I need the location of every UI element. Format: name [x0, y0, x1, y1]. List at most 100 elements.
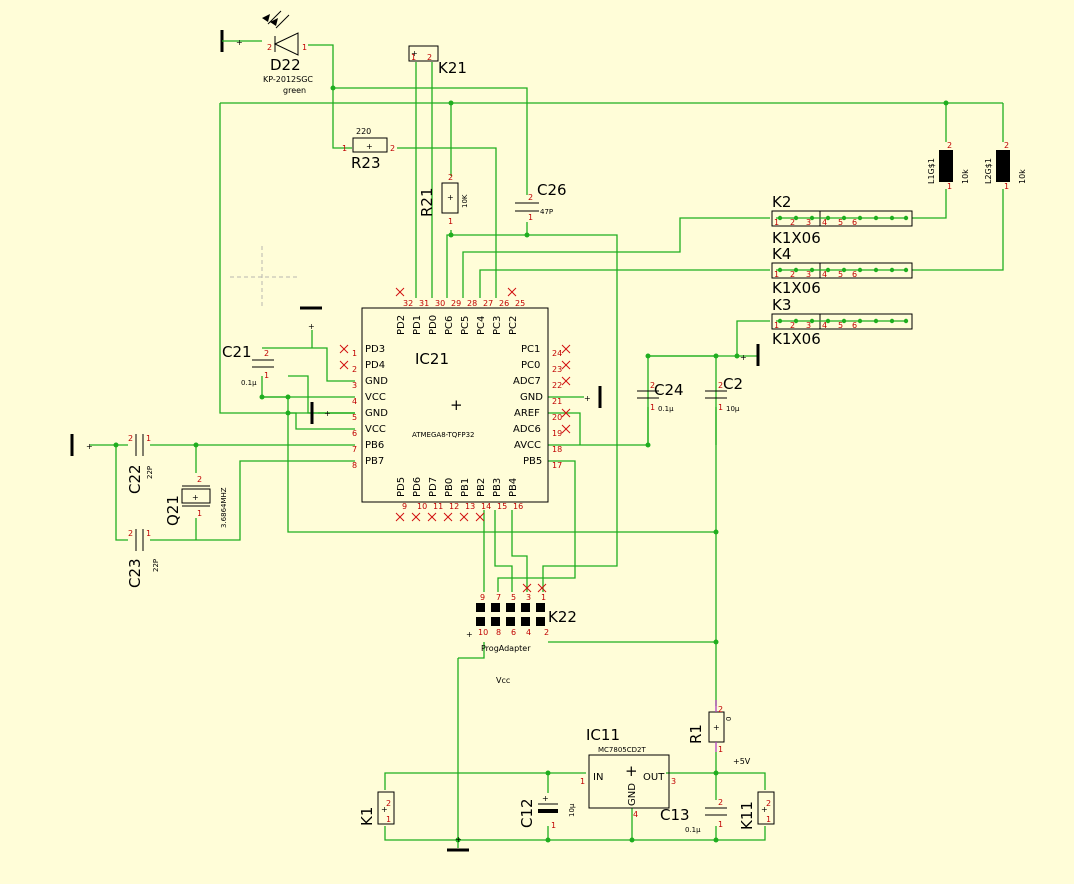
ic21-pin-1-name: PD3 [365, 344, 385, 355]
ic21-bottom-nc [395, 512, 485, 522]
ic21-pin-31-num: 31 [419, 299, 429, 308]
capacitor-c2[interactable]: 2 1 C2 10µ [705, 375, 743, 413]
d22-pin-a: 2 [267, 43, 272, 52]
ic21-pin-4-name: VCC [365, 392, 386, 403]
resistor-r23[interactable]: + 220 1 2 R23 [342, 127, 395, 172]
l2-pin-b: 1 [1004, 182, 1009, 191]
resistor-r1[interactable]: + 2 1 R1 0 +5V [687, 700, 751, 766]
header-k3[interactable]: 1 2 3 4 5 6 K3 K1X06 [771, 296, 913, 348]
l1-value: 10k [961, 169, 970, 184]
ic21-pin-7-name: PB6 [365, 440, 384, 451]
q21-value: 3.6864MHZ [220, 487, 228, 528]
capacitor-c13[interactable]: 2 1 C13 0.1µ [660, 798, 727, 834]
r1-pin-b: 1 [718, 745, 723, 754]
ic21-pin-3-num: 3 [352, 381, 357, 390]
capacitor-c24[interactable]: 2 1 C24 0.1µ [637, 381, 684, 413]
c2-value: 10µ [726, 405, 740, 413]
c12-ref: C12 [518, 798, 536, 828]
k3-pin-4: 4 [822, 321, 827, 330]
ic11-in: IN [593, 772, 603, 783]
jumper-k21[interactable]: + 1 2 K21 [408, 45, 467, 77]
ic21-left-pins: 1 PD3 2 PD4 3 GND 4 VCC 5 GND 6 VCC 7 PB… [352, 344, 388, 470]
ic21-pin-5-name: GND [365, 408, 388, 419]
connector-k11[interactable]: + 2 1 K11 [738, 791, 775, 830]
wires [90, 44, 1004, 848]
ic11-ref: IC11 [586, 726, 620, 744]
header-k4[interactable]: 1 2 3 4 5 6 K4 K1X06 [771, 245, 913, 297]
q21-pin-a: 2 [197, 475, 202, 484]
c23-ref: C23 [126, 558, 144, 588]
svg-text:+: + [447, 193, 454, 202]
inductor-l2[interactable]: 2 1 L2G$1 10k [984, 141, 1027, 191]
ic21-pin-16-name: PB4 [508, 478, 519, 497]
capacitor-c21[interactable]: 2 1 C21 0.1µ [222, 343, 274, 387]
regulator-ic11[interactable]: IC11 MC7805CD2T IN OUT GND + 1 3 4 [580, 726, 676, 819]
capacitor-c26[interactable]: 2 1 C26 47P [515, 181, 567, 222]
ic21-pin-27-name: PC4 [476, 316, 487, 335]
ic11-pin-in: 1 [580, 777, 585, 786]
k3-ref: K3 [772, 296, 791, 314]
crystal-q21[interactable]: + 2 1 Q21 3.6864MHZ [164, 475, 228, 528]
svg-text:+: + [625, 762, 638, 780]
ic21-pin-21-name: GND [520, 392, 543, 403]
ic21-pin-13-name: PB1 [460, 478, 471, 497]
capacitor-c22[interactable]: 2 1 C22 22P [126, 434, 154, 494]
ic21-pin-18-name: AVCC [514, 440, 541, 451]
ic21-pin-30-name: PD0 [428, 315, 439, 335]
d22-ref: D22 [270, 56, 301, 74]
l1-ref: L1G$1 [927, 158, 936, 184]
k4-pin-1: 1 [774, 270, 779, 279]
ic21-pin-28-num: 28 [467, 299, 477, 308]
l1-pin-a: 2 [947, 141, 952, 150]
ic21-pin-22-num: 22 [552, 381, 562, 390]
inductor-l1[interactable]: 2 1 L1G$1 10k [927, 141, 970, 191]
ic21-pin-8-name: PB7 [365, 456, 384, 467]
ic21-pin-25-num: 25 [515, 299, 525, 308]
ic21-pin-21-num: 21 [552, 397, 562, 406]
ic21-pin-27-num: 27 [483, 299, 493, 308]
ic21-pin-28-name: PC5 [460, 316, 471, 335]
k22-pin-2: 2 [544, 628, 549, 637]
connector-k22[interactable]: 9 7 5 3 1 10 8 6 4 2 K22 ProgAdapter Vcc [476, 583, 577, 685]
c26-pin-a: 2 [528, 193, 533, 202]
c23-value: 22P [152, 559, 160, 572]
plus5v-label: +5V [733, 757, 751, 766]
ic21-pin-31-name: PD1 [412, 315, 423, 335]
ic21-pin-16-num: 16 [513, 502, 523, 511]
l2-value: 10k [1018, 169, 1027, 184]
svg-text:+: + [455, 835, 462, 844]
c12-pin-b: 1 [551, 821, 556, 830]
ic11-out: OUT [643, 772, 665, 783]
k4-pin-2: 2 [790, 270, 795, 279]
ic21-pin-6-name: VCC [365, 424, 386, 435]
r21-value: 10K [461, 194, 469, 208]
svg-text:+: + [584, 394, 591, 403]
ic21-pin-29-num: 29 [451, 299, 461, 308]
r21-pin-a: 2 [448, 173, 453, 182]
ground-symbols: + + + + + + + + [70, 30, 760, 852]
k2-pin-6: 6 [852, 218, 857, 227]
led-d22[interactable]: 2 1 D22 KP-2012SGC green [262, 10, 313, 95]
resistor-r21[interactable]: + 2 1 R21 10K [418, 173, 469, 226]
ic21-pin-32-num: 32 [403, 299, 413, 308]
k3-pin-dots [777, 318, 909, 324]
k2-pin-2: 2 [790, 218, 795, 227]
ic21-atmega8[interactable]: IC21 ATMEGA8-TQFP32 + 1 PD3 2 PD4 3 GND … [339, 287, 571, 522]
ic21-pin-13-num: 13 [465, 502, 475, 511]
ic21-pin-12-name: PB0 [444, 478, 455, 497]
k3-pin-3: 3 [806, 321, 811, 330]
ic21-pin-18-num: 18 [552, 445, 562, 454]
header-k2[interactable]: 1 2 3 4 5 6 K2 K1X06 [771, 193, 913, 247]
c12-pin-a: + [542, 794, 549, 803]
ic21-pin-26-num: 26 [499, 299, 509, 308]
ic21-top-nc [395, 287, 517, 297]
k4-pin-4: 4 [822, 270, 827, 279]
c22-pin-a: 2 [128, 434, 133, 443]
ic21-left-nc [339, 344, 349, 370]
capacitor-c23[interactable]: 2 1 C23 22P [126, 529, 160, 588]
ic21-pin-23-num: 23 [552, 365, 562, 374]
vcc-label: Vcc [496, 676, 510, 685]
connector-k1[interactable]: + 2 1 K1 [358, 791, 395, 826]
capacitor-c12[interactable]: + 1 C12 10µ [518, 794, 576, 830]
